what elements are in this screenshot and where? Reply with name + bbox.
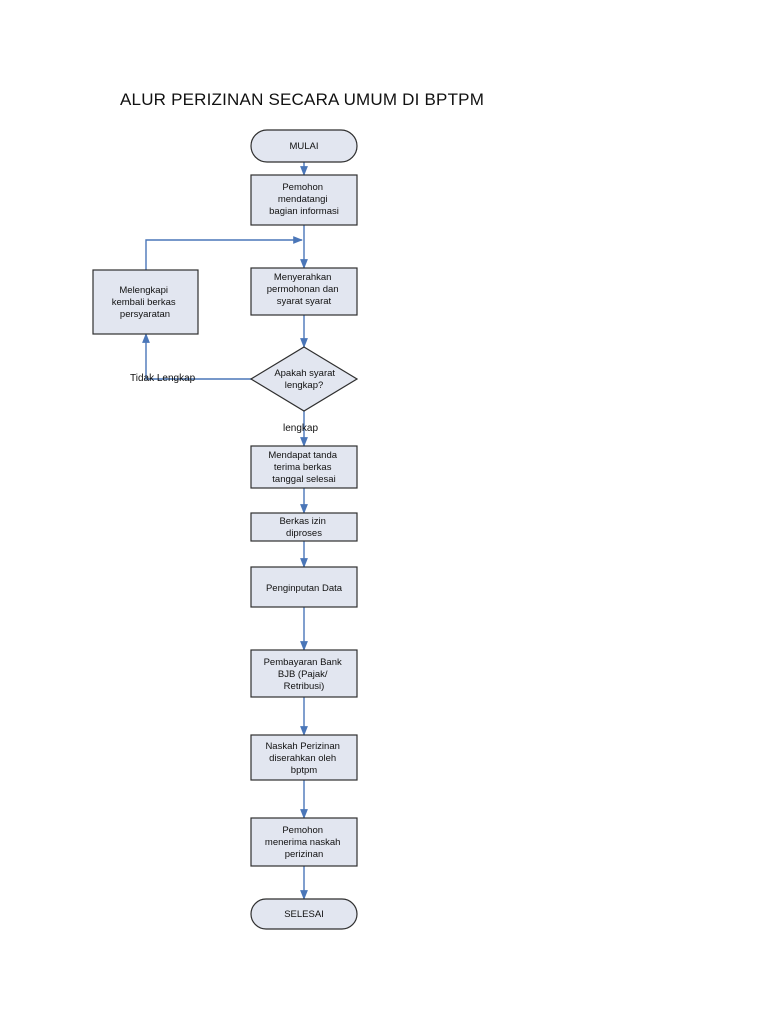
process-box-n1 <box>250 174 358 226</box>
process-label-n8: Pemohon menerima naskah perizinan <box>265 825 343 860</box>
start-label: MULAI <box>289 141 318 152</box>
process-box-n5 <box>250 566 358 608</box>
connector-decision-side <box>142 333 252 380</box>
process-label-side: Melengkapi kembali berkas persyaratan <box>112 285 179 320</box>
end-terminator <box>250 898 358 930</box>
process-box-n8 <box>250 817 358 867</box>
edge-label-tidak-lengkap: Tidak Lengkap <box>130 373 196 384</box>
process-label-n4: Berkas izin diproses <box>279 516 328 539</box>
end-label: SELESAI <box>284 909 324 920</box>
decision-diamond <box>249 346 359 412</box>
process-label-n5: Penginputan Data <box>266 583 343 594</box>
decision-label: Apakah syarat lengkap? <box>274 368 337 391</box>
connectors <box>142 162 308 900</box>
process-box-n7 <box>250 734 358 781</box>
process-box-n2 <box>250 267 358 316</box>
process-label-n6: Pembayaran Bank BJB (Pajak/ Retribusi) <box>264 657 345 692</box>
connector-side-loop <box>145 236 303 270</box>
process-box-n6 <box>250 649 358 698</box>
page-title: ALUR PERIZINAN SECARA UMUM DI BPTPM <box>120 90 485 109</box>
process-box-side <box>92 269 199 335</box>
start-terminator <box>250 129 358 163</box>
process-box-n4 <box>250 512 358 542</box>
edge-label-lengkap: lengkap <box>283 423 318 434</box>
process-label-n7: Naskah Perizinan diserahkan oleh bptpm <box>265 741 342 776</box>
process-box-n3 <box>250 445 358 489</box>
process-label-n2: Menyerahkan permohonan dan syarat syarat <box>267 272 341 307</box>
process-label-n3: Mendapat tanda terima berkas tanggal sel… <box>268 450 339 485</box>
process-label-n1: Pemohon mendatangi bagian informasi <box>269 182 339 217</box>
